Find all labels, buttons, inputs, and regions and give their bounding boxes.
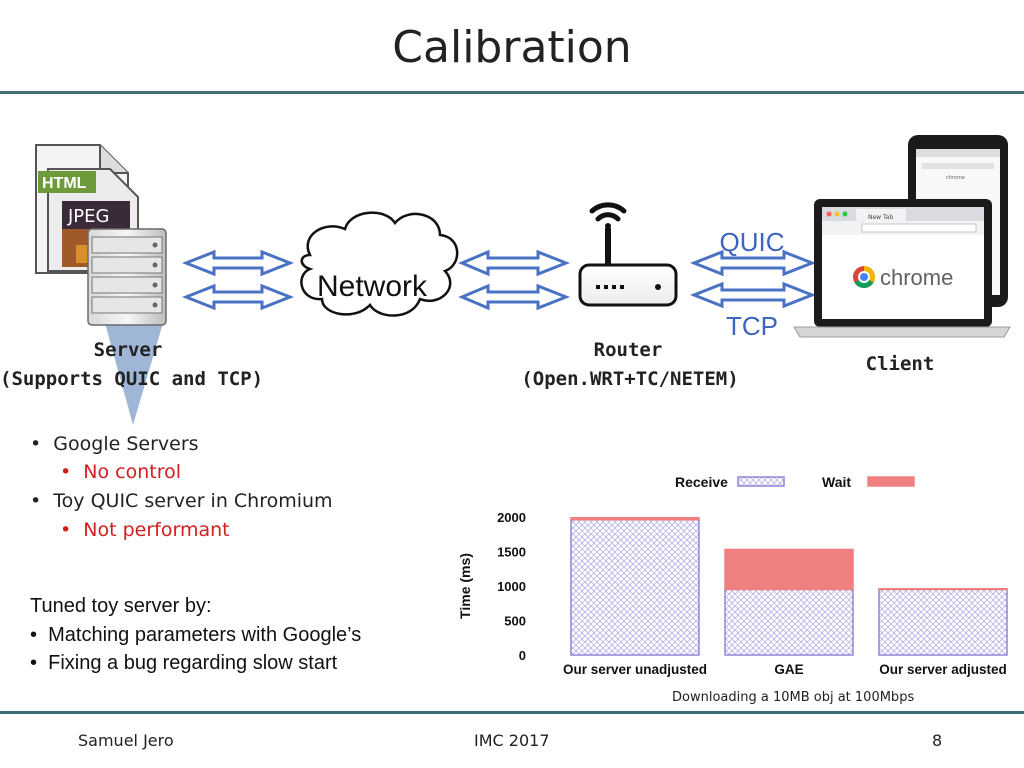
- bar-wait: [724, 548, 854, 591]
- x-tick-label: Our server adjusted: [879, 662, 1007, 677]
- footer-author: Samuel Jero: [78, 731, 174, 750]
- jpeg-file-label: JPEG: [67, 206, 109, 227]
- slide-title: Calibration: [392, 22, 632, 73]
- browser-tab-label: New Tab: [868, 214, 893, 221]
- y-tick-label: 1500: [497, 545, 526, 560]
- bar-receive: [724, 588, 854, 656]
- bar-wait: [570, 516, 700, 521]
- x-tick-label: Our server unadjusted: [563, 662, 707, 677]
- router-lights: [596, 284, 661, 290]
- title-divider: [0, 91, 1024, 94]
- router-caption-title: Router: [593, 339, 663, 361]
- router-client-arrows: [689, 249, 817, 309]
- time-bar-chart: Receive Wait Time (ms) 0 500 1000 1500 2000 Ou…: [457, 474, 1008, 677]
- y-tick-label: 1000: [497, 579, 526, 594]
- network-router-arrows: [458, 249, 571, 311]
- footer-venue: IMC 2017: [474, 731, 550, 750]
- client-caption: Client: [865, 353, 935, 375]
- bullet-item: • Google Servers: [30, 433, 199, 455]
- bullet-item: • Toy QUIC server in Chromium: [30, 490, 333, 512]
- server-triangle: [105, 323, 163, 425]
- bar-receive: [570, 519, 700, 656]
- server-caption-title: Server: [93, 339, 163, 361]
- x-tick-label: GAE: [774, 662, 803, 677]
- y-tick-label: 0: [519, 648, 526, 663]
- chrome-brand-label: chrome: [880, 265, 953, 290]
- bar-receive: [878, 588, 1008, 656]
- html-file-label: HTML: [42, 175, 87, 192]
- tuned-heading: Tuned toy server by:: [30, 595, 212, 617]
- y-axis-label: Time (ms): [457, 553, 473, 619]
- tcp-label: TCP: [726, 311, 778, 341]
- sub-bullet-item: • No control: [60, 461, 182, 483]
- network-label: Network: [317, 270, 428, 303]
- server-icon: [87, 228, 167, 326]
- router-caption-detail: (Open.WRT+TC/NETEM): [521, 368, 739, 390]
- page-number: 8: [932, 731, 943, 750]
- footer-divider: [0, 711, 1024, 714]
- quic-label: QUIC: [720, 227, 785, 257]
- wifi-icon: [589, 202, 627, 268]
- server-network-arrows: [181, 249, 295, 311]
- laptop-icon: [793, 199, 1011, 338]
- tuned-item: • Matching parameters with Google’s: [30, 624, 362, 646]
- bar-wait: [878, 588, 1008, 591]
- legend-swatch: [867, 476, 915, 487]
- network-cloud-icon: [300, 211, 459, 317]
- chart-caption: Downloading a 10MB obj at 100Mbps: [672, 690, 915, 705]
- y-tick-label: 500: [504, 614, 526, 629]
- y-tick-label: 2000: [497, 510, 526, 525]
- legend-swatch: [737, 476, 785, 487]
- network-diagram: HTML JPEG Network: [35, 135, 1011, 425]
- tuned-item: • Fixing a bug regarding slow start: [30, 652, 338, 674]
- server-caption-detail: (Supports QUIC and TCP): [0, 368, 264, 390]
- sub-bullet-item: • Not performant: [60, 519, 230, 541]
- legend-label: Receive: [675, 474, 728, 490]
- svg-text:chrome: chrome: [946, 175, 965, 181]
- legend-label: Wait: [822, 474, 851, 490]
- router-icon: [578, 263, 678, 307]
